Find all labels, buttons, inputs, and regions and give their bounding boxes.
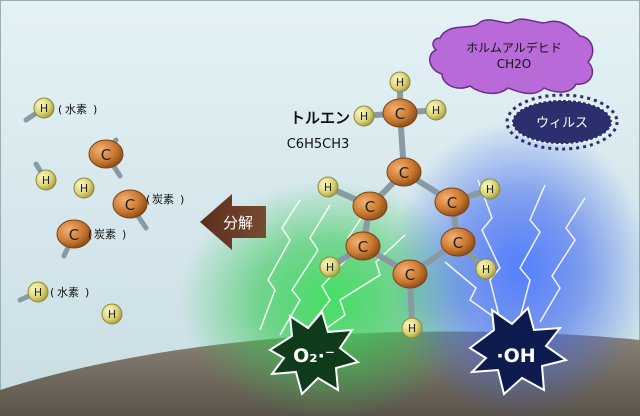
carbon-label-right-open: ( (146, 193, 150, 206)
ring-carbon-1-symbol: C (399, 164, 409, 182)
fragment-hydrogen-5-atom: H (101, 303, 123, 325)
virus-shape (505, 93, 619, 151)
fragment-carbon-3-atom: C (56, 219, 92, 249)
fragment-hydrogen-4-symbol: H (34, 286, 42, 299)
ring-hydrogen-5-symbol: H (408, 322, 416, 335)
ring-carbon-6-atom: C (392, 259, 428, 289)
methyl-hydrogen-top-symbol: H (396, 76, 404, 89)
ring-carbon-3-atom: C (434, 187, 470, 217)
formaldehyde-formula: CH2O (497, 57, 531, 71)
ring-hydrogen-2-atom: H (479, 178, 501, 200)
lightning-bolts-blue (444, 179, 586, 326)
superoxide-label: O₂·⁻ (293, 345, 335, 367)
fragment-hydrogen-1-atom: H (33, 97, 55, 119)
molecule-formula: C6H5CH3 (287, 137, 350, 152)
fragment-hydrogen-4-atom: H (27, 281, 49, 303)
hydrogen-label-top-close: ) (93, 103, 97, 116)
ring-carbon-6-symbol: C (405, 266, 415, 284)
fragment-hydrogen-2-symbol: H (42, 174, 50, 187)
fragment-hydrogen-5-symbol: H (108, 308, 116, 321)
ring-carbon-4-symbol: C (358, 238, 368, 256)
ring-hydrogen-2-symbol: H (486, 183, 494, 196)
carbon-label-left-open: ( (88, 228, 92, 241)
superoxide-burst (268, 309, 361, 396)
fragment-carbon-2-symbol: C (125, 196, 135, 214)
ring-carbon-3-symbol: C (447, 194, 457, 212)
ring-carbon-5-atom: C (440, 227, 476, 257)
ring-hydrogen-3-symbol: H (326, 261, 334, 274)
decomposition-arrow (200, 194, 266, 250)
hydrogen-label-bottom: 水素 (57, 286, 79, 299)
ring-carbon-2-atom: C (352, 191, 388, 221)
hydroxyl-burst (468, 306, 569, 396)
methyl-carbon-symbol: C (395, 105, 405, 123)
formaldehyde-cloud (429, 18, 594, 95)
fragment-hydrogen-3-atom: H (73, 177, 95, 199)
methyl-hydrogen-right-atom: H (425, 99, 447, 121)
hydrogen-label-top-open: ( (58, 103, 62, 116)
decomposition-label: 分解 (223, 214, 253, 232)
ring-hydrogen-5-atom: H (401, 317, 423, 339)
fragment-hydrogen-2-atom: H (35, 169, 57, 191)
ring-carbon-5-symbol: C (453, 234, 463, 252)
carbon-label-right-close: ) (180, 193, 184, 206)
methyl-hydrogen-top-atom: H (389, 71, 411, 93)
fragment-carbon-1-atom: C (88, 139, 124, 169)
methyl-hydrogen-right-symbol: H (432, 104, 440, 117)
ring-hydrogen-1-symbol: H (324, 181, 332, 194)
fragment-hydrogen-1-symbol: H (40, 102, 48, 115)
formaldehyde-name: ホルムアルデヒド (466, 40, 562, 55)
hydroxyl-label: ·OH (496, 345, 535, 367)
ring-carbon-2-symbol: C (365, 198, 375, 216)
fragment-carbon-3-symbol: C (69, 226, 79, 244)
hydrogen-label-top: 水素 (65, 103, 87, 116)
fragment-carbon-2-atom: C (112, 189, 148, 219)
fragment-carbon-1-symbol: C (101, 146, 111, 164)
molecule-name: トルエン (290, 109, 350, 127)
methyl-carbon-atom: C (382, 98, 418, 128)
hydrogen-label-bottom-close: ) (85, 286, 89, 299)
ring-hydrogen-4-symbol: H (482, 263, 490, 276)
methyl-hydrogen-left-atom: H (353, 105, 375, 127)
carbon-label-left-close: ) (122, 228, 126, 241)
ring-carbon-4-atom: C (345, 231, 381, 261)
fragment-hydrogen-3-symbol: H (80, 182, 88, 195)
atoms-layer: C C C C C C C H H H H H H H H H C H H C C H H (27, 71, 501, 339)
virus-label: ウィルス (536, 116, 588, 131)
ring-hydrogen-4-atom: H (475, 258, 497, 280)
ring-hydrogen-3-atom: H (319, 256, 341, 278)
ring-carbon-1-atom: C (386, 157, 422, 187)
methyl-hydrogen-left-symbol: H (360, 110, 368, 123)
hydrogen-label-bottom-open: ( (50, 286, 54, 299)
ring-hydrogen-1-atom: H (317, 176, 339, 198)
carbon-label-right: 炭素 (152, 193, 174, 206)
carbon-label-left: 炭素 (94, 228, 116, 241)
